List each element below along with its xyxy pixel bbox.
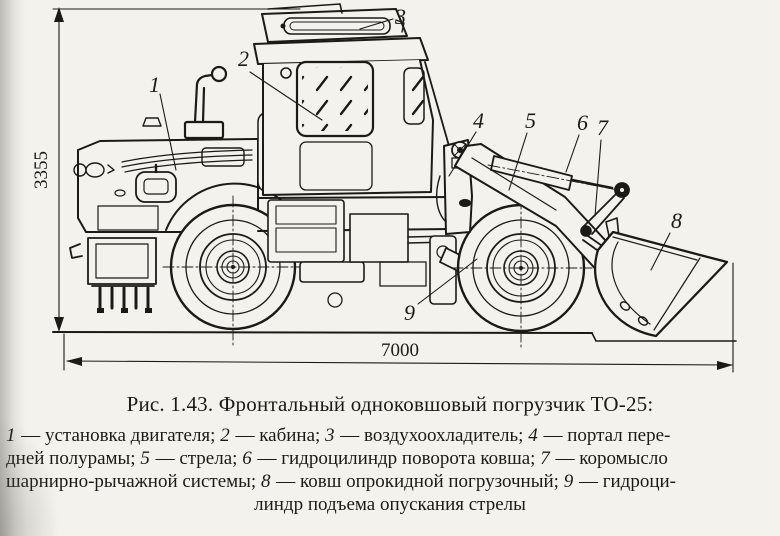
- dimension-length-label: 7000: [381, 340, 419, 361]
- cab-window: [295, 60, 375, 138]
- callout-6: 6: [577, 110, 588, 135]
- figure-legend: 1 — установка двигателя; 2 — кабина; 3 —…: [6, 424, 774, 516]
- rear-counterweight: [69, 237, 157, 313]
- dimension-height-label: 3355: [31, 151, 52, 189]
- legend-line: дней полурамы; 5 — стрела; 6 — гидроцили…: [6, 448, 668, 469]
- loader-technical-drawing: 1 2 3 4 5 6 7 8 9 3355 7000: [31, 3, 737, 373]
- legend-line: линдр подъема опускания стрелы: [254, 494, 526, 515]
- control-lever: [183, 65, 228, 140]
- cab: [253, 37, 450, 196]
- callout-4: 4: [473, 108, 484, 133]
- legend-line: шарнирно-рычажной системы; 8 — ковш опро…: [6, 471, 676, 492]
- callout-8: 8: [671, 208, 682, 233]
- callout-3: 3: [394, 4, 406, 29]
- dimension-length: [63, 262, 734, 373]
- callout-5: 5: [525, 108, 536, 133]
- air-cooler: [261, 3, 408, 43]
- figure-caption: Рис. 1.43. Фронтальный одноковшовый погр…: [126, 392, 654, 416]
- ground-line: [52, 331, 737, 342]
- engine-unit: [135, 163, 177, 203]
- legend-line: 1 — установка двигателя; 2 — кабина; 3 —…: [6, 425, 671, 446]
- rear-wheel: [162, 182, 307, 347]
- front-wheel: [451, 197, 593, 349]
- callout-1: 1: [149, 72, 160, 97]
- tilt-cylinder: [487, 155, 630, 198]
- callout-9: 9: [404, 300, 415, 325]
- dimension-height: [52, 7, 301, 332]
- callout-2: 2: [238, 46, 249, 71]
- rocker-arm: [580, 193, 625, 256]
- callout-7: 7: [597, 115, 609, 140]
- bucket: [593, 217, 729, 338]
- callout-leaders: [159, 18, 671, 305]
